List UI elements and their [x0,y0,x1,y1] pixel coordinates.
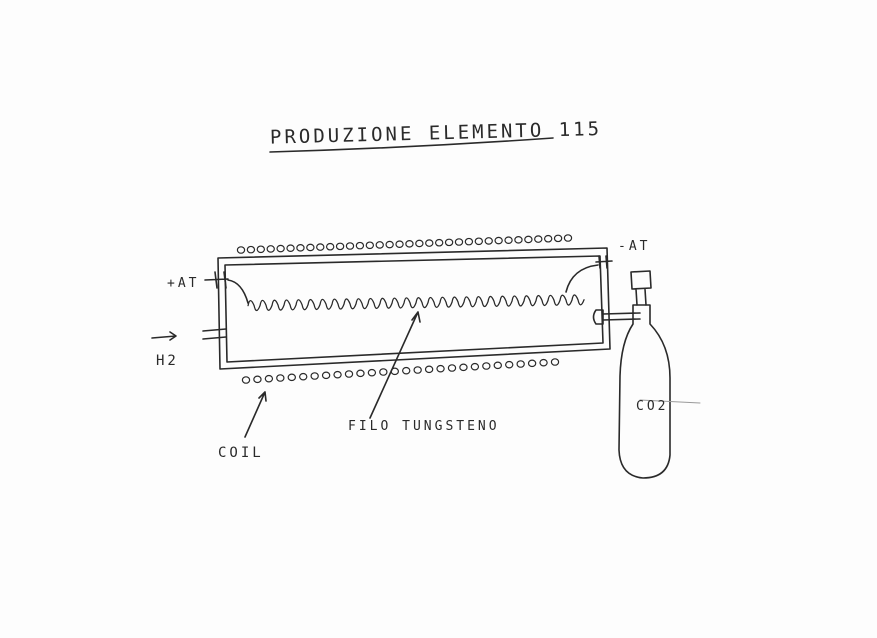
coil-ring [524,235,533,244]
h2-label: H2 [156,353,179,369]
coil-ring [514,236,523,244]
plus-at-label: +AT [167,276,199,291]
h2-arrow [151,331,177,341]
coil-ring [306,243,315,252]
coil-ring [266,245,275,253]
coil-ring [402,366,411,375]
coil-ring [316,243,325,251]
coil-rings-top [236,234,573,254]
coil-ring [287,373,296,382]
coil-ring [344,370,354,378]
filo-tungsteno-label: FILO TUNGSTENO [348,419,500,434]
coil-ring [236,246,246,254]
co2-pipe [602,312,641,321]
coil-ring [256,245,266,254]
co2-cylinder [618,304,671,479]
coil-ring [425,239,434,247]
coil-ring [434,238,444,247]
coil-ring [459,363,468,372]
diagram-title: PRODUZIONE ELEMENTO 115 [270,118,603,149]
coil-ring [241,376,251,384]
tube-outer [217,247,611,370]
coil-ring [516,360,525,368]
coil-ring [333,370,342,379]
coil-ring [482,362,491,370]
coil-rings-bottom [241,358,560,384]
coil-ring [464,237,474,246]
coil-ring [563,234,573,242]
coil-ring [385,240,394,249]
coil-ring [365,241,375,250]
h2-inlet [202,328,227,340]
coil-ring [474,237,484,246]
coil-ring [355,241,365,250]
right-electrode [565,255,613,293]
coil-arrow [244,391,267,438]
tungsten-filament [247,294,585,312]
coil-ring [493,361,502,370]
coil-ring [405,240,414,248]
coil-ring [264,374,274,383]
coil-ring [543,234,553,243]
coil-ring [253,375,262,384]
coil-ring [299,372,308,381]
coil-ring [395,240,404,248]
coil-ring [296,244,305,252]
coil-ring [494,236,503,245]
coil-ring [424,365,434,374]
filo-arrow [369,311,421,419]
coil-ring [345,242,355,250]
coil-label: COIL [218,445,264,461]
coil-ring [413,366,422,374]
coil-ring [505,360,514,369]
coil-ring [310,372,319,380]
co2-label: CO2 [636,399,668,414]
title-underline [269,137,554,153]
coil-ring [379,368,388,376]
co2-regulator [630,270,652,306]
coil-ring [553,234,563,243]
left-electrode [204,271,249,304]
coil-ring [375,241,384,249]
coil-ring [415,239,424,248]
coil-ring [286,244,295,252]
coil-ring [246,245,256,254]
coil-ring [454,238,464,246]
coil-ring [484,237,493,245]
coil-ring [356,369,365,378]
coil-ring [504,236,513,244]
coil-ring [335,242,345,251]
coil-ring [436,364,445,373]
coil-ring [527,359,537,368]
coil-ring [321,371,331,380]
coil-ring [470,362,480,371]
coil-ring [447,364,457,372]
coil-ring [276,244,285,253]
co2-smudge [639,399,701,404]
coil-ring [276,374,285,382]
coil-ring [550,358,560,366]
coil-ring [534,235,543,243]
co2-valve-port [592,309,604,325]
coil-ring [444,238,454,247]
minus-at-label: -AT [618,239,650,254]
coil-ring [325,242,335,251]
coil-ring [539,358,548,367]
coil-ring [367,368,377,377]
